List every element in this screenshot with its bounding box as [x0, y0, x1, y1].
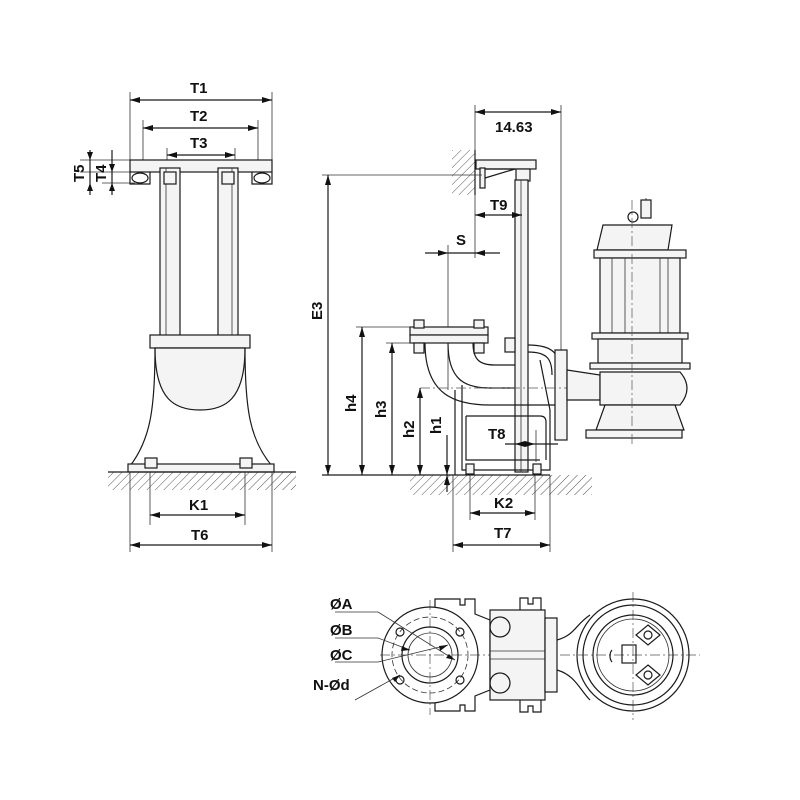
label-bolt-holes: N-Ød — [313, 677, 350, 694]
pump-body — [566, 198, 691, 445]
label-diameter-a: ØA — [330, 596, 353, 613]
dim-label-h2: h2 — [401, 420, 418, 438]
dim-label-k1: K1 — [189, 497, 208, 514]
dim-label-t6: T6 — [191, 527, 209, 544]
dim-label-14-63: 14.63 — [495, 119, 533, 136]
dim-label-h4: h4 — [343, 394, 360, 412]
dim-label-t2: T2 — [190, 108, 208, 125]
front-view — [80, 92, 296, 552]
dim-label-t5: T5 — [71, 164, 88, 182]
dim-label-h3: h3 — [373, 400, 390, 418]
dim-label-h1: h1 — [428, 416, 445, 434]
dim-label-s: S — [456, 232, 466, 249]
dim-label-t7: T7 — [494, 525, 512, 542]
dim-label-t3: T3 — [190, 135, 208, 152]
label-diameter-b: ØB — [330, 622, 353, 639]
plan-view — [335, 592, 700, 720]
dim-label-t8: T8 — [488, 426, 506, 443]
dim-label-e3: E3 — [309, 302, 326, 320]
dim-label-t4: T4 — [93, 164, 110, 182]
dim-label-t1: T1 — [190, 80, 208, 97]
label-diameter-c: ØC — [330, 647, 353, 664]
dim-label-k2: K2 — [494, 495, 513, 512]
side-view — [322, 105, 690, 552]
dim-label-t9: T9 — [490, 197, 508, 214]
